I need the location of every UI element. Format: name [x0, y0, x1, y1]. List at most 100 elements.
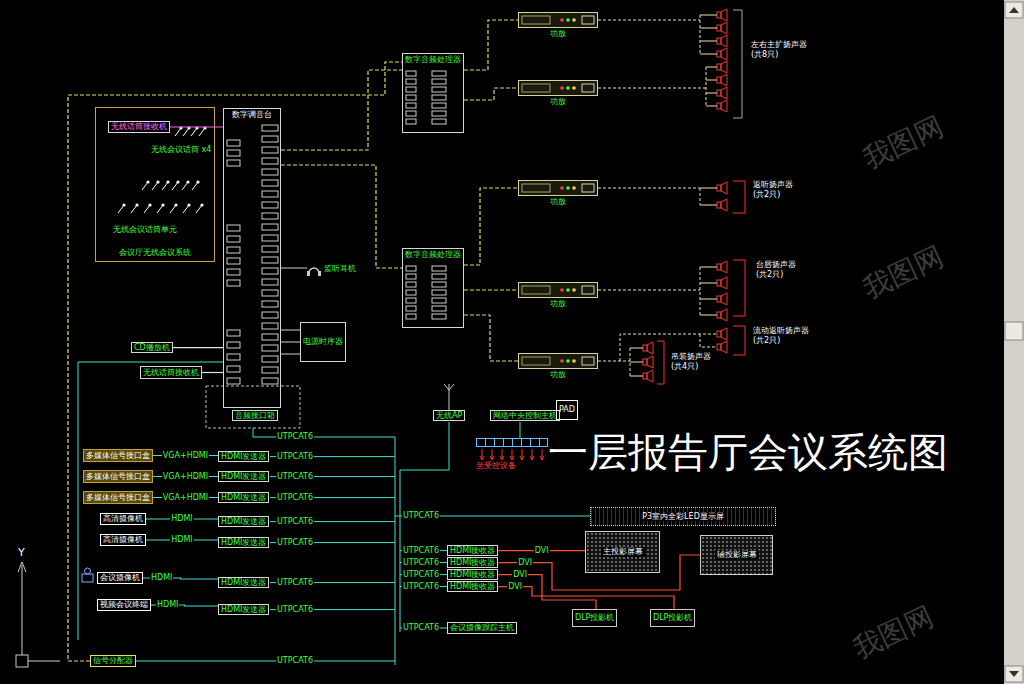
- tracking-host-box: 会议摄像跟踪主机: [447, 622, 517, 634]
- speaker-symbol: [721, 22, 727, 34]
- annotation: 左右主扩扬声器 (共8只): [750, 40, 814, 60]
- receiver-box: 无线话筒接收机: [108, 121, 170, 133]
- microphone-symbol: [161, 203, 164, 206]
- bracket: [733, 260, 745, 316]
- speaker-symbol: [717, 38, 721, 44]
- scrollbar-track: [1004, 0, 1024, 684]
- annotation: UTPCAT6: [276, 517, 314, 527]
- microphone-symbol: [200, 203, 203, 206]
- port-symbol: [406, 298, 416, 303]
- speaker-wire: [706, 93, 717, 94]
- connector: [170, 126, 223, 127]
- device-label: 功放: [550, 370, 566, 379]
- amplifier-front: [518, 180, 598, 196]
- transmitter-box: HDMI发送器: [218, 451, 269, 462]
- port-symbol: [227, 342, 240, 348]
- speaker-symbol: [721, 182, 727, 194]
- connector: [464, 20, 518, 70]
- speaker-symbol: [647, 356, 653, 368]
- device-label: 会议摄像跟踪主机: [450, 623, 514, 632]
- scroll-button: [1005, 2, 1023, 18]
- speaker-symbol: [721, 199, 727, 211]
- port-symbol: [406, 119, 416, 124]
- device-label: 会议厅无线会议系统: [119, 248, 191, 257]
- connector: [68, 62, 402, 661]
- port-symbol: [406, 314, 416, 319]
- annotation: UTPCAT6: [276, 605, 314, 615]
- microphone-symbol: [174, 203, 177, 206]
- speaker-wire: [700, 188, 717, 189]
- speaker-wire: [598, 20, 700, 21]
- control-arrow: [530, 449, 534, 460]
- signal-interface-box: 多媒体信号接口盒: [83, 491, 153, 504]
- speaker-symbol: [717, 25, 721, 31]
- power-sequencer-box: 电源时序器: [300, 322, 346, 362]
- port-symbol: [406, 103, 416, 108]
- group-outline: [206, 386, 300, 428]
- speaker-wire: [598, 88, 706, 89]
- headphone-symbol: [309, 268, 319, 273]
- indicator-light: [560, 86, 564, 90]
- device-label: 功放: [550, 97, 566, 106]
- speaker-symbol: [721, 35, 727, 47]
- speaker-wire: [630, 376, 643, 377]
- signal-interface-box: 多媒体信号接口盒: [83, 449, 153, 462]
- port-symbol: [227, 366, 240, 372]
- microphone-symbol: [187, 203, 190, 206]
- projector-box: DLP投影机: [650, 609, 695, 627]
- indicator-light: [566, 18, 570, 22]
- amplifier: 功放: [518, 12, 598, 38]
- device-label: HDMI发送器: [221, 605, 266, 614]
- camera-box: 会议摄像机: [97, 572, 143, 584]
- amplifier: 功放: [518, 353, 598, 379]
- microphone-symbol: [146, 180, 149, 183]
- annotation: 无线会议话筒 x4: [150, 145, 212, 155]
- watermark: 我图网: [847, 598, 940, 666]
- speaker-wire: [598, 188, 700, 189]
- port-symbol: [262, 323, 278, 329]
- amplifier-front: [518, 80, 598, 96]
- speaker-wire: [700, 15, 701, 54]
- amplifier-panel: [582, 16, 594, 24]
- indicator-light: [572, 186, 576, 190]
- device-label: DLP投影机: [653, 613, 692, 622]
- speaker-wire: [700, 205, 717, 206]
- annotation: UTPCAT6: [276, 432, 314, 442]
- device-label: PAD: [559, 405, 575, 414]
- speaker-wire: [598, 361, 630, 362]
- annotation: UTPCAT6: [402, 582, 440, 592]
- speaker-symbol: [721, 277, 727, 289]
- port-symbol: [432, 111, 446, 116]
- indicator-light: [560, 288, 564, 292]
- transmitter-box: HDMI发送器: [218, 604, 269, 615]
- device-label: HDMI发送器: [221, 538, 266, 547]
- amplifier-panel: [522, 16, 550, 24]
- device-label: HDMI发送器: [221, 472, 266, 481]
- speaker-symbol: [717, 185, 721, 191]
- port-symbol: [262, 268, 278, 274]
- camera-symbol: [82, 574, 93, 582]
- device-label: HDMI接收器: [450, 570, 495, 579]
- watermark: 我图网: [857, 238, 950, 306]
- speaker-symbol: [717, 90, 721, 96]
- wireless-system-region: 会议厅无线会议系统 无线话筒接收机: [95, 107, 215, 262]
- scroll-arrow: [1009, 7, 1019, 13]
- port-symbol: [262, 334, 278, 340]
- connector: [464, 315, 518, 361]
- transmitter-box: HDMI发送器: [218, 577, 269, 588]
- port-symbol: [406, 274, 416, 279]
- indicator-light: [566, 288, 570, 292]
- projector-box: DLP投影机: [572, 609, 617, 627]
- port-symbol: [432, 266, 446, 271]
- port-symbol: [227, 280, 240, 286]
- speaker-wire: [700, 267, 717, 268]
- speaker-wire: [700, 41, 717, 42]
- transmitter-box: HDMI发送器: [218, 516, 269, 527]
- speaker-symbol: [721, 293, 727, 305]
- device-label: 视频会议终端: [100, 600, 148, 609]
- device-label: DLP投影机: [575, 613, 614, 622]
- speaker-symbol: [717, 202, 721, 208]
- device-label: HDMI发送器: [221, 493, 266, 502]
- device-label: 电源时序器: [303, 337, 343, 346]
